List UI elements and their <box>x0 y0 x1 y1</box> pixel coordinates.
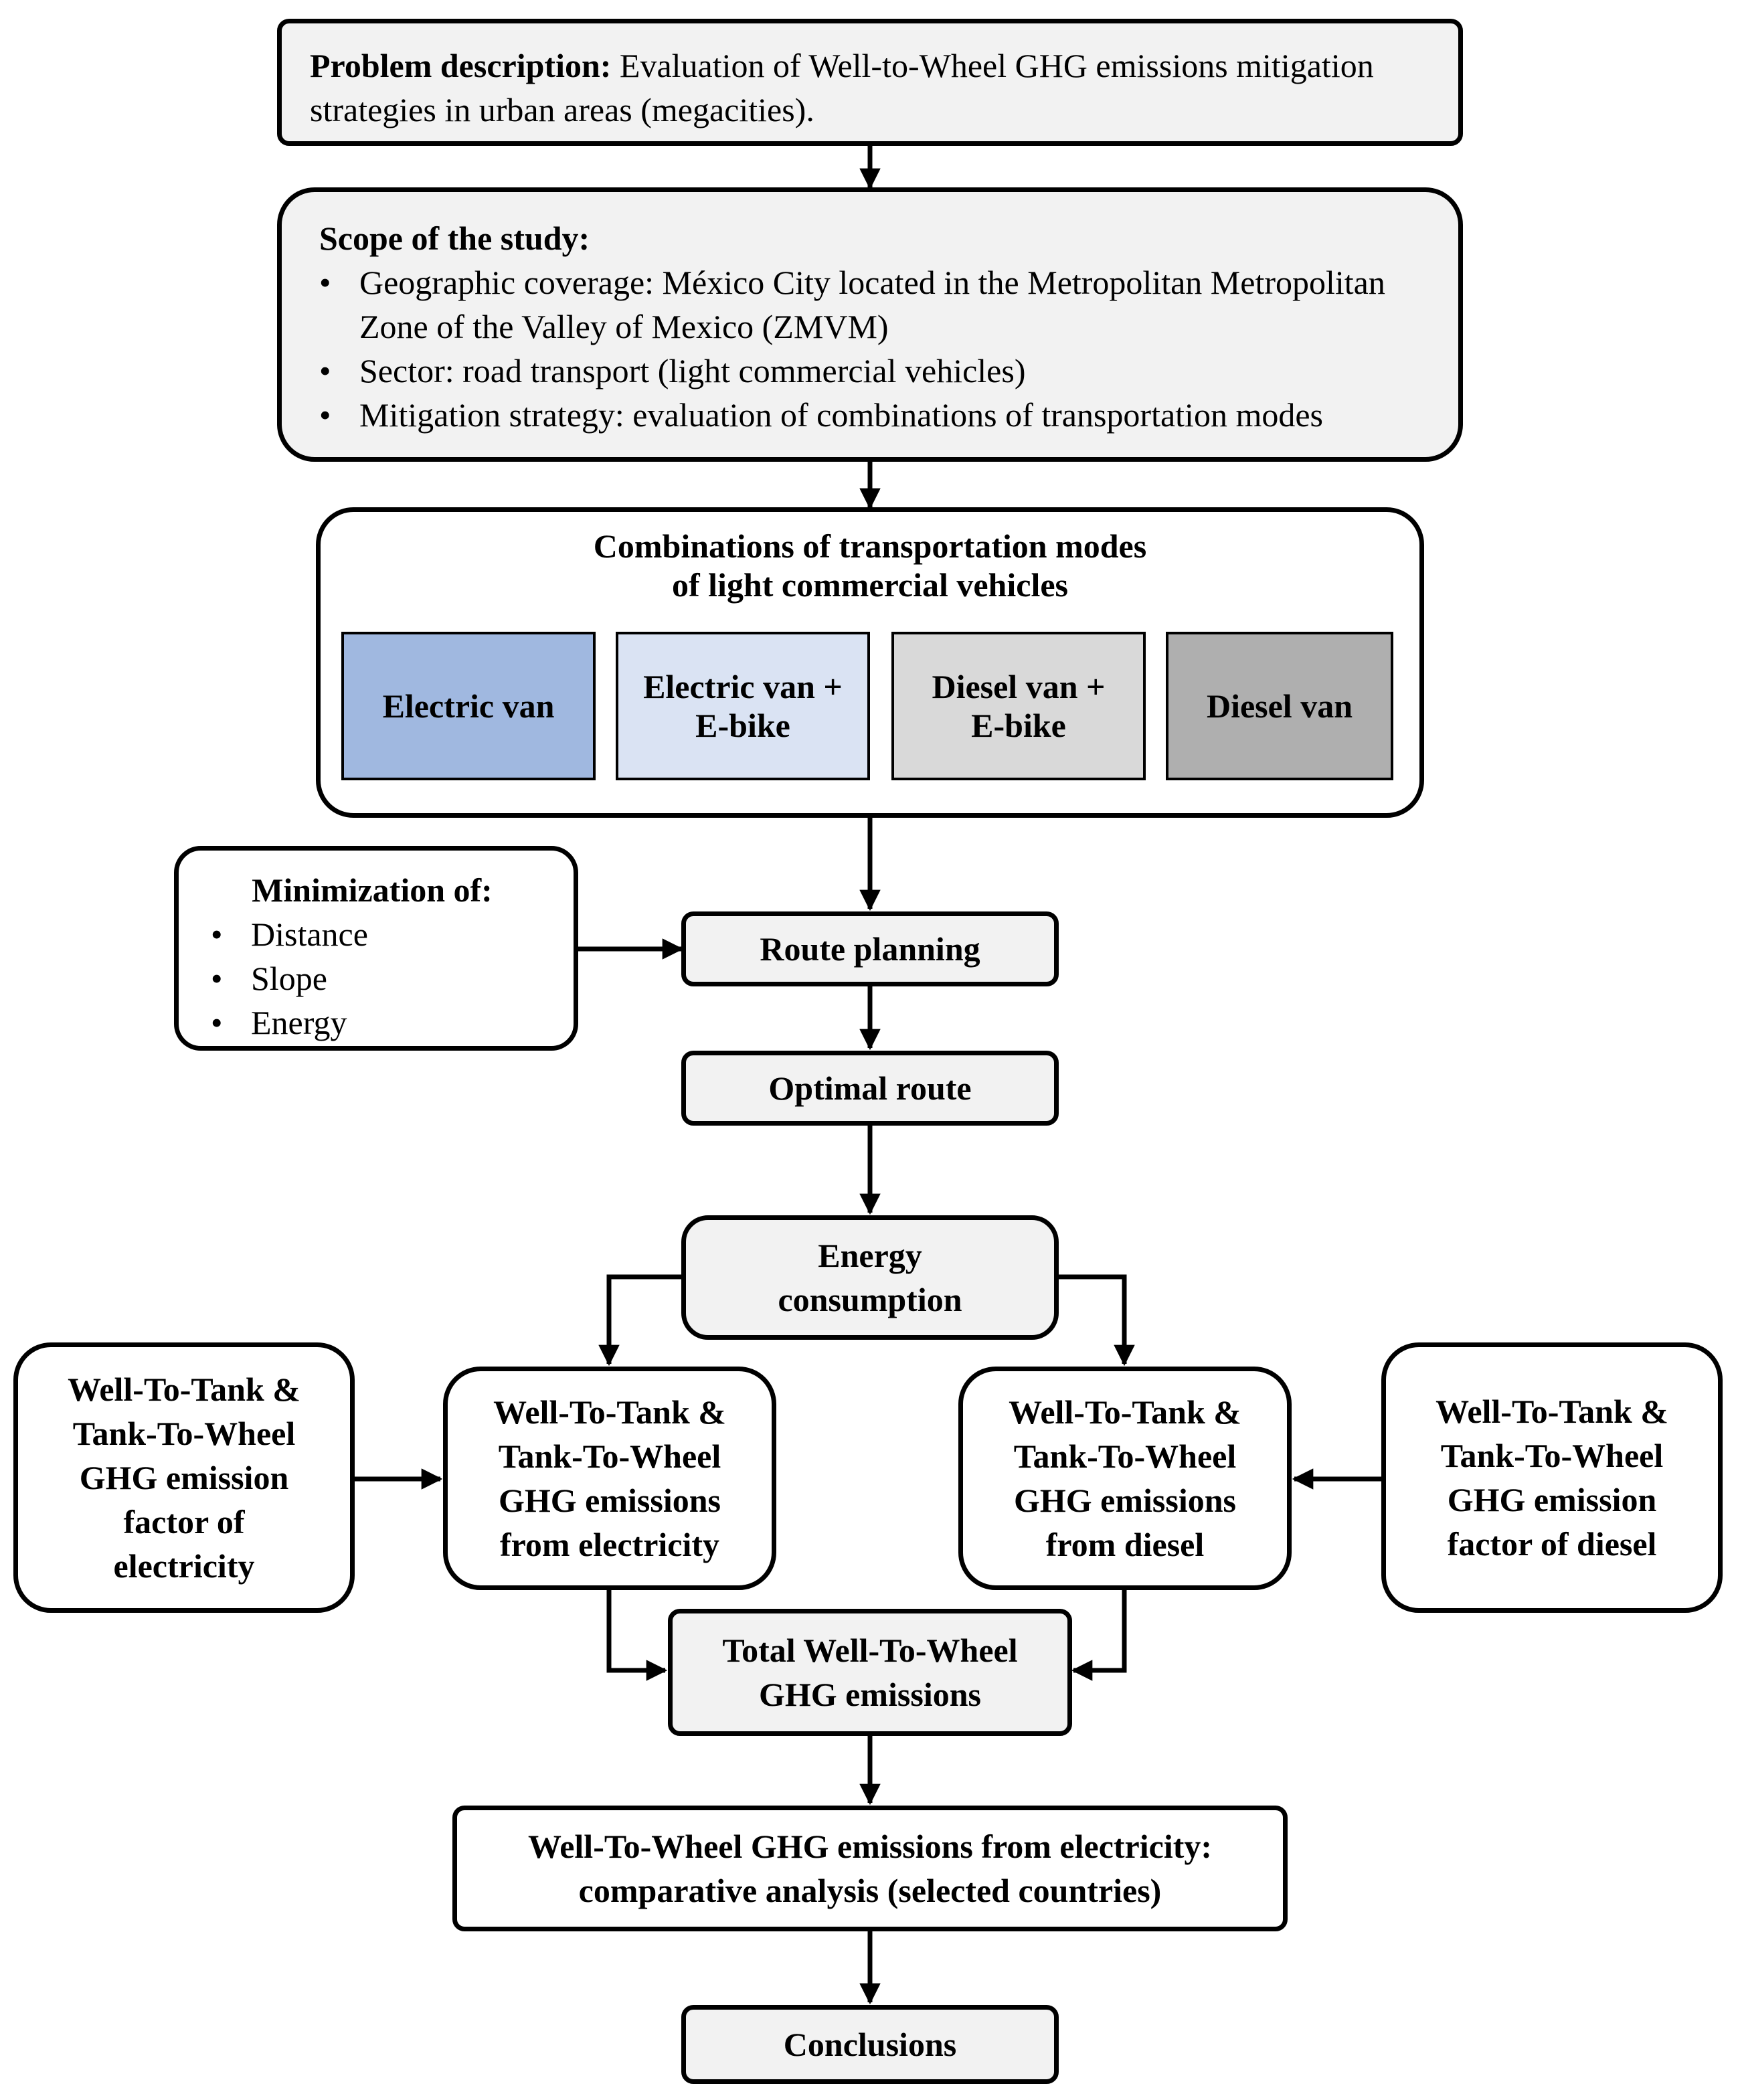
factor-electricity-box: Well-To-Tank & Tank-To-Wheel GHG emissio… <box>13 1342 355 1613</box>
optimal-route-box: Optimal route <box>681 1051 1059 1126</box>
mode-electric-van: Electric van <box>341 632 596 780</box>
combinations-title: Combinations of transportation modes of … <box>593 527 1147 604</box>
mode-electric-van-ebike: Electric van + E-bike <box>616 632 870 780</box>
scope-item-mitigation: Mitigation strategy: evaluation of combi… <box>319 393 1430 437</box>
total-emissions-box: Total Well-To-Wheel GHG emissions <box>668 1609 1072 1736</box>
comparative-analysis-box: Well-To-Wheel GHG emissions from electri… <box>452 1806 1288 1931</box>
scope-title: Scope of the study: <box>319 220 590 257</box>
route-planning-box: Route planning <box>681 911 1059 986</box>
problem-description-box: Problem description: Evaluation of Well-… <box>277 19 1463 146</box>
arrow-energy-to-electricity <box>598 1274 684 1367</box>
arrow-diesel-to-total <box>1071 1587 1127 1681</box>
minimization-box: Minimization of: Distance Slope Energy <box>174 846 578 1051</box>
minimization-item-energy: Energy <box>211 1000 560 1045</box>
problem-text: Evaluation of Well-to-Wheel GHG emission… <box>310 47 1374 128</box>
minimization-title: Minimization of: <box>252 871 493 909</box>
emissions-electricity-box: Well-To-Tank & Tank-To-Wheel GHG emissio… <box>443 1367 776 1590</box>
energy-consumption-box: Energy consumption <box>681 1215 1059 1340</box>
scope-item-geographic: Geographic coverage: México City located… <box>319 260 1430 349</box>
conclusions-box: Conclusions <box>681 2005 1059 2084</box>
minimization-item-distance: Distance <box>211 912 560 956</box>
minimization-item-slope: Slope <box>211 956 560 1000</box>
minimization-list: Distance Slope Energy <box>211 912 560 1045</box>
mode-diesel-van: Diesel van <box>1166 632 1393 780</box>
factor-diesel-box: Well-To-Tank & Tank-To-Wheel GHG emissio… <box>1381 1342 1723 1613</box>
emissions-diesel-box: Well-To-Tank & Tank-To-Wheel GHG emissio… <box>958 1367 1292 1590</box>
arrow-energy-to-diesel <box>1057 1274 1135 1367</box>
scope-list: Geographic coverage: México City located… <box>319 260 1430 437</box>
scope-item-sector: Sector: road transport (light commercial… <box>319 349 1430 393</box>
problem-label: Problem description: <box>310 47 612 84</box>
arrow-electricity-to-total <box>606 1587 668 1681</box>
mode-diesel-van-ebike: Diesel van + E-bike <box>891 632 1146 780</box>
scope-box: Scope of the study: Geographic coverage:… <box>277 187 1463 462</box>
